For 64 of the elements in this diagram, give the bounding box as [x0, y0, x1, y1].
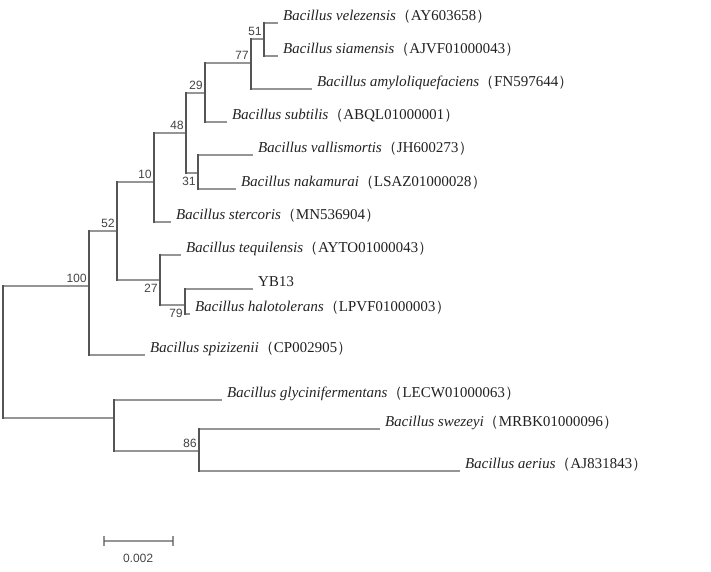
bootstrap-value: 29	[189, 79, 202, 92]
vertical-branch-line	[204, 62, 206, 123]
branch-line	[186, 172, 198, 174]
branch-line	[186, 288, 253, 290]
branch-line	[200, 428, 380, 430]
branch-line	[4, 417, 114, 419]
taxon-label: Bacillus swezeyi（MRBK01000096）	[380, 413, 618, 432]
vertical-branch-line	[197, 154, 199, 190]
bootstrap-value: 31	[182, 174, 196, 188]
taxon-label: Bacillus spizizenii（CP002905）	[145, 339, 352, 358]
taxon-label: Bacillus amyloliquefaciens（FN597644）	[312, 73, 574, 92]
taxon-label: YB13	[253, 273, 294, 292]
vertical-branch-line	[2, 285, 4, 419]
bootstrap-value: 10	[138, 168, 152, 181]
bootstrap-value: 48	[170, 119, 184, 132]
branch-line	[264, 55, 278, 57]
taxon-label: Bacillus halotolerans（LPVF01000003）	[190, 298, 450, 317]
bootstrap-value: 77	[235, 49, 248, 62]
taxon-label: Bacillus glycinifermentans（LECW01000063）	[222, 384, 520, 403]
vertical-branch-line	[184, 288, 186, 315]
branch-line	[198, 154, 253, 156]
branch-line	[160, 304, 184, 306]
vertical-branch-line	[116, 181, 118, 281]
vertical-branch-line	[198, 428, 200, 472]
bootstrap-value: 52	[101, 217, 114, 230]
bootstrap-value: 79	[169, 306, 182, 320]
taxon-label: Bacillus stercoris（MN536904）	[171, 206, 380, 225]
branch-line	[118, 279, 160, 281]
branch-line	[114, 450, 198, 452]
bootstrap-value: 86	[183, 437, 196, 450]
taxon-label: Bacillus vallismortis（JH600273）	[253, 139, 474, 158]
vertical-branch-line	[263, 22, 265, 57]
branch-line	[206, 62, 250, 64]
vertical-branch-line	[159, 254, 161, 306]
taxon-label: Bacillus velezensis（AY603658）	[278, 7, 492, 26]
branch-line	[198, 188, 236, 190]
branch-line	[154, 132, 186, 134]
bootstrap-value: 100	[66, 272, 86, 285]
branch-line	[186, 92, 204, 94]
branch-line	[200, 470, 460, 472]
taxon-label: Bacillus aerius（AJ831843）	[460, 455, 648, 474]
bootstrap-value: 51	[248, 25, 262, 38]
vertical-branch-line	[153, 132, 155, 223]
taxon-label: Bacillus subtilis（ABQL01000001）	[227, 106, 460, 125]
vertical-branch-line	[250, 38, 252, 90]
branch-line	[114, 399, 222, 401]
branch-line	[160, 254, 181, 256]
branch-line	[118, 181, 154, 183]
branch-line	[154, 221, 171, 223]
vertical-branch-line	[113, 399, 115, 452]
branch-line	[90, 354, 145, 356]
branch-line	[252, 88, 312, 90]
scale-label: 0.002	[122, 551, 154, 565]
branch-line	[4, 285, 88, 287]
branch-line	[252, 38, 264, 40]
vertical-branch-line	[185, 92, 187, 174]
taxon-label: Bacillus tequilensis（AYTO01000043）	[181, 239, 434, 258]
branch-line	[206, 121, 227, 123]
branch-line	[90, 230, 116, 232]
branch-line	[264, 22, 278, 24]
bootstrap-value: 27	[144, 282, 158, 294]
vertical-branch-line	[88, 230, 90, 356]
taxon-label: Bacillus siamensis（AJVF01000043）	[278, 40, 520, 59]
taxon-label: Bacillus nakamurai（LSAZ01000028）	[236, 173, 486, 192]
